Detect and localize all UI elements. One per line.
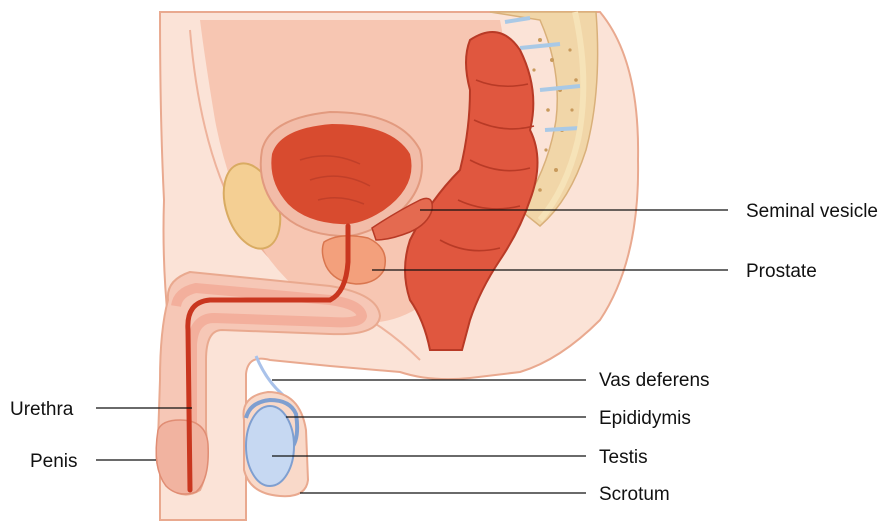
label-vas-deferens: Vas deferens [599,370,710,391]
label-prostate: Prostate [746,261,817,282]
label-urethra: Urethra [10,399,74,420]
label-seminal-vesicle: Seminal vesicle [746,201,878,222]
label-scrotum: Scrotum [599,484,670,505]
testis [246,406,294,486]
label-penis: Penis [30,451,78,472]
glans [156,420,208,494]
label-testis: Testis [599,447,648,468]
label-epididymis: Epididymis [599,408,691,429]
